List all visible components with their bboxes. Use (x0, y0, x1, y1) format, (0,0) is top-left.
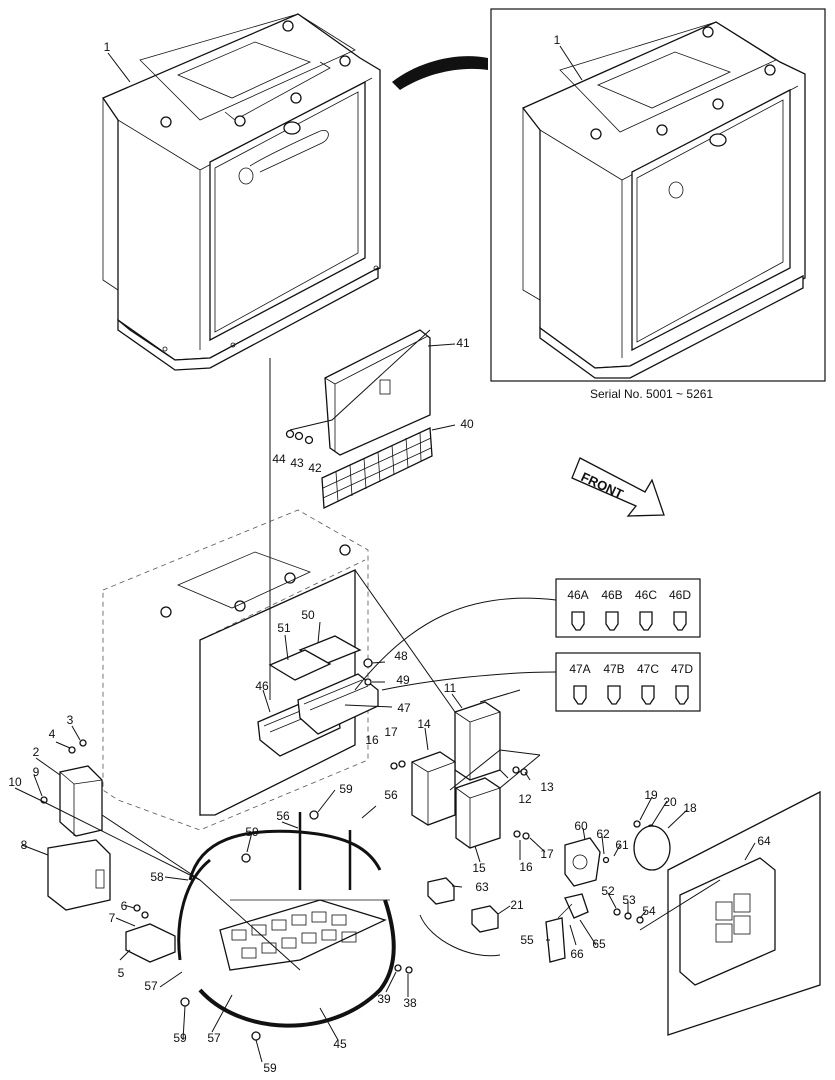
screws-42-44 (285, 429, 314, 445)
fuse-label-47c: 47C (637, 662, 659, 676)
callout-59-a: 59 (245, 825, 259, 839)
wire-harness (177, 812, 396, 1028)
fuse-label-46b: 46B (601, 588, 622, 602)
callout-17: 17 (384, 725, 398, 739)
callout-41: 41 (456, 336, 470, 350)
callout-39: 39 (377, 992, 391, 1006)
callout-66: 66 (570, 947, 584, 961)
callout-5: 5 (118, 966, 125, 980)
callout-3: 3 (67, 713, 74, 727)
callout-44: 44 (272, 452, 286, 466)
callout-12: 12 (518, 792, 532, 806)
callout-18: 18 (683, 801, 697, 815)
callout-16: 16 (365, 733, 379, 747)
controller-8 (47, 839, 111, 911)
fuse-label-46d: 46D (669, 588, 691, 602)
callout-1: 1 (104, 40, 111, 54)
fuse-group-46: 46A 46B 46C 46D (555, 578, 701, 638)
callout-6: 6 (121, 899, 128, 913)
callout-50: 50 (301, 608, 315, 622)
callout-52: 52 (601, 884, 615, 898)
callout-45: 45 (333, 1037, 347, 1051)
callout-19: 19 (644, 788, 658, 802)
callout-11: 11 (444, 681, 457, 695)
callout-21: 21 (510, 898, 524, 912)
relay-21 (471, 905, 499, 933)
callout-62: 62 (596, 827, 610, 841)
connector-cluster (219, 899, 387, 971)
relay-14 (411, 751, 456, 826)
callout-7: 7 (109, 911, 116, 925)
leader-lines (14, 45, 756, 1063)
fuse-label-47a: 47A (569, 662, 590, 676)
callout-65: 65 (592, 937, 606, 951)
callout-1-inset: 1 (554, 33, 561, 47)
callout-56-a: 56 (276, 809, 290, 823)
callout-55: 55 (520, 933, 534, 947)
callout-43: 43 (290, 456, 304, 470)
callout-14: 14 (417, 717, 431, 731)
callout-59-c: 59 (173, 1031, 187, 1045)
callout-2: 2 (33, 745, 40, 759)
callout-59-b: 59 (339, 782, 353, 796)
callout-20: 20 (663, 795, 677, 809)
callout-57-b: 57 (207, 1031, 221, 1045)
module-2 (59, 765, 103, 837)
fuse-label-47b: 47B (603, 662, 624, 676)
serial-note: Serial No. 5001 ~ 5261 (590, 387, 713, 401)
bolt-48 (363, 658, 373, 668)
callout-9: 9 (33, 765, 40, 779)
fuse-label-46c: 46C (635, 588, 657, 602)
callout-58: 58 (150, 870, 164, 884)
callout-47: 47 (397, 701, 411, 715)
switch-5 (125, 923, 176, 963)
sensor-assembly (545, 893, 589, 963)
callout-63: 63 (475, 880, 489, 894)
callout-49: 49 (396, 673, 410, 687)
relay-15 (455, 777, 501, 849)
callout-42: 42 (308, 461, 322, 475)
callout-10: 10 (8, 775, 22, 789)
cover-panel (324, 329, 431, 456)
callout-60: 60 (574, 819, 588, 833)
relay-63 (427, 877, 455, 905)
callout-13: 13 (540, 780, 554, 794)
fuse-label-46a: 46A (567, 588, 588, 602)
cabinet-inset (521, 21, 806, 379)
fuse-label-47d: 47D (671, 662, 693, 676)
cabinet-lower (102, 509, 369, 831)
label-pad-51 (268, 649, 332, 681)
callout-38: 38 (403, 996, 417, 1010)
washer-49 (364, 678, 372, 686)
callout-46: 46 (255, 679, 269, 693)
inset-frame (490, 8, 826, 382)
grille-panel (321, 427, 433, 510)
callout-48: 48 (394, 649, 408, 663)
callout-15: 15 (472, 861, 486, 875)
callout-8: 8 (21, 838, 28, 852)
fuse-group-47: 47A 47B 47C 47D (555, 652, 701, 712)
callout-61: 61 (615, 838, 629, 852)
callout-51: 51 (277, 621, 291, 635)
callout-64: 64 (757, 834, 771, 848)
callout-56-b: 56 (384, 788, 398, 802)
callout-4: 4 (49, 727, 56, 741)
callout-59-d: 59 (263, 1061, 277, 1075)
callout-57-a: 57 (144, 979, 158, 993)
callout-53: 53 (622, 893, 636, 907)
callout-40: 40 (460, 417, 474, 431)
curved-arrow (392, 56, 488, 90)
callout-54: 54 (642, 904, 656, 918)
callout-17-b: 17 (540, 847, 554, 861)
front-arrow: FRONT (571, 457, 665, 517)
cabinet-main (102, 13, 381, 371)
callout-16-b: 16 (519, 860, 533, 874)
callouts: 1 1 41 40 44 43 42 50 51 48 49 46 47 11 … (8, 33, 771, 1075)
